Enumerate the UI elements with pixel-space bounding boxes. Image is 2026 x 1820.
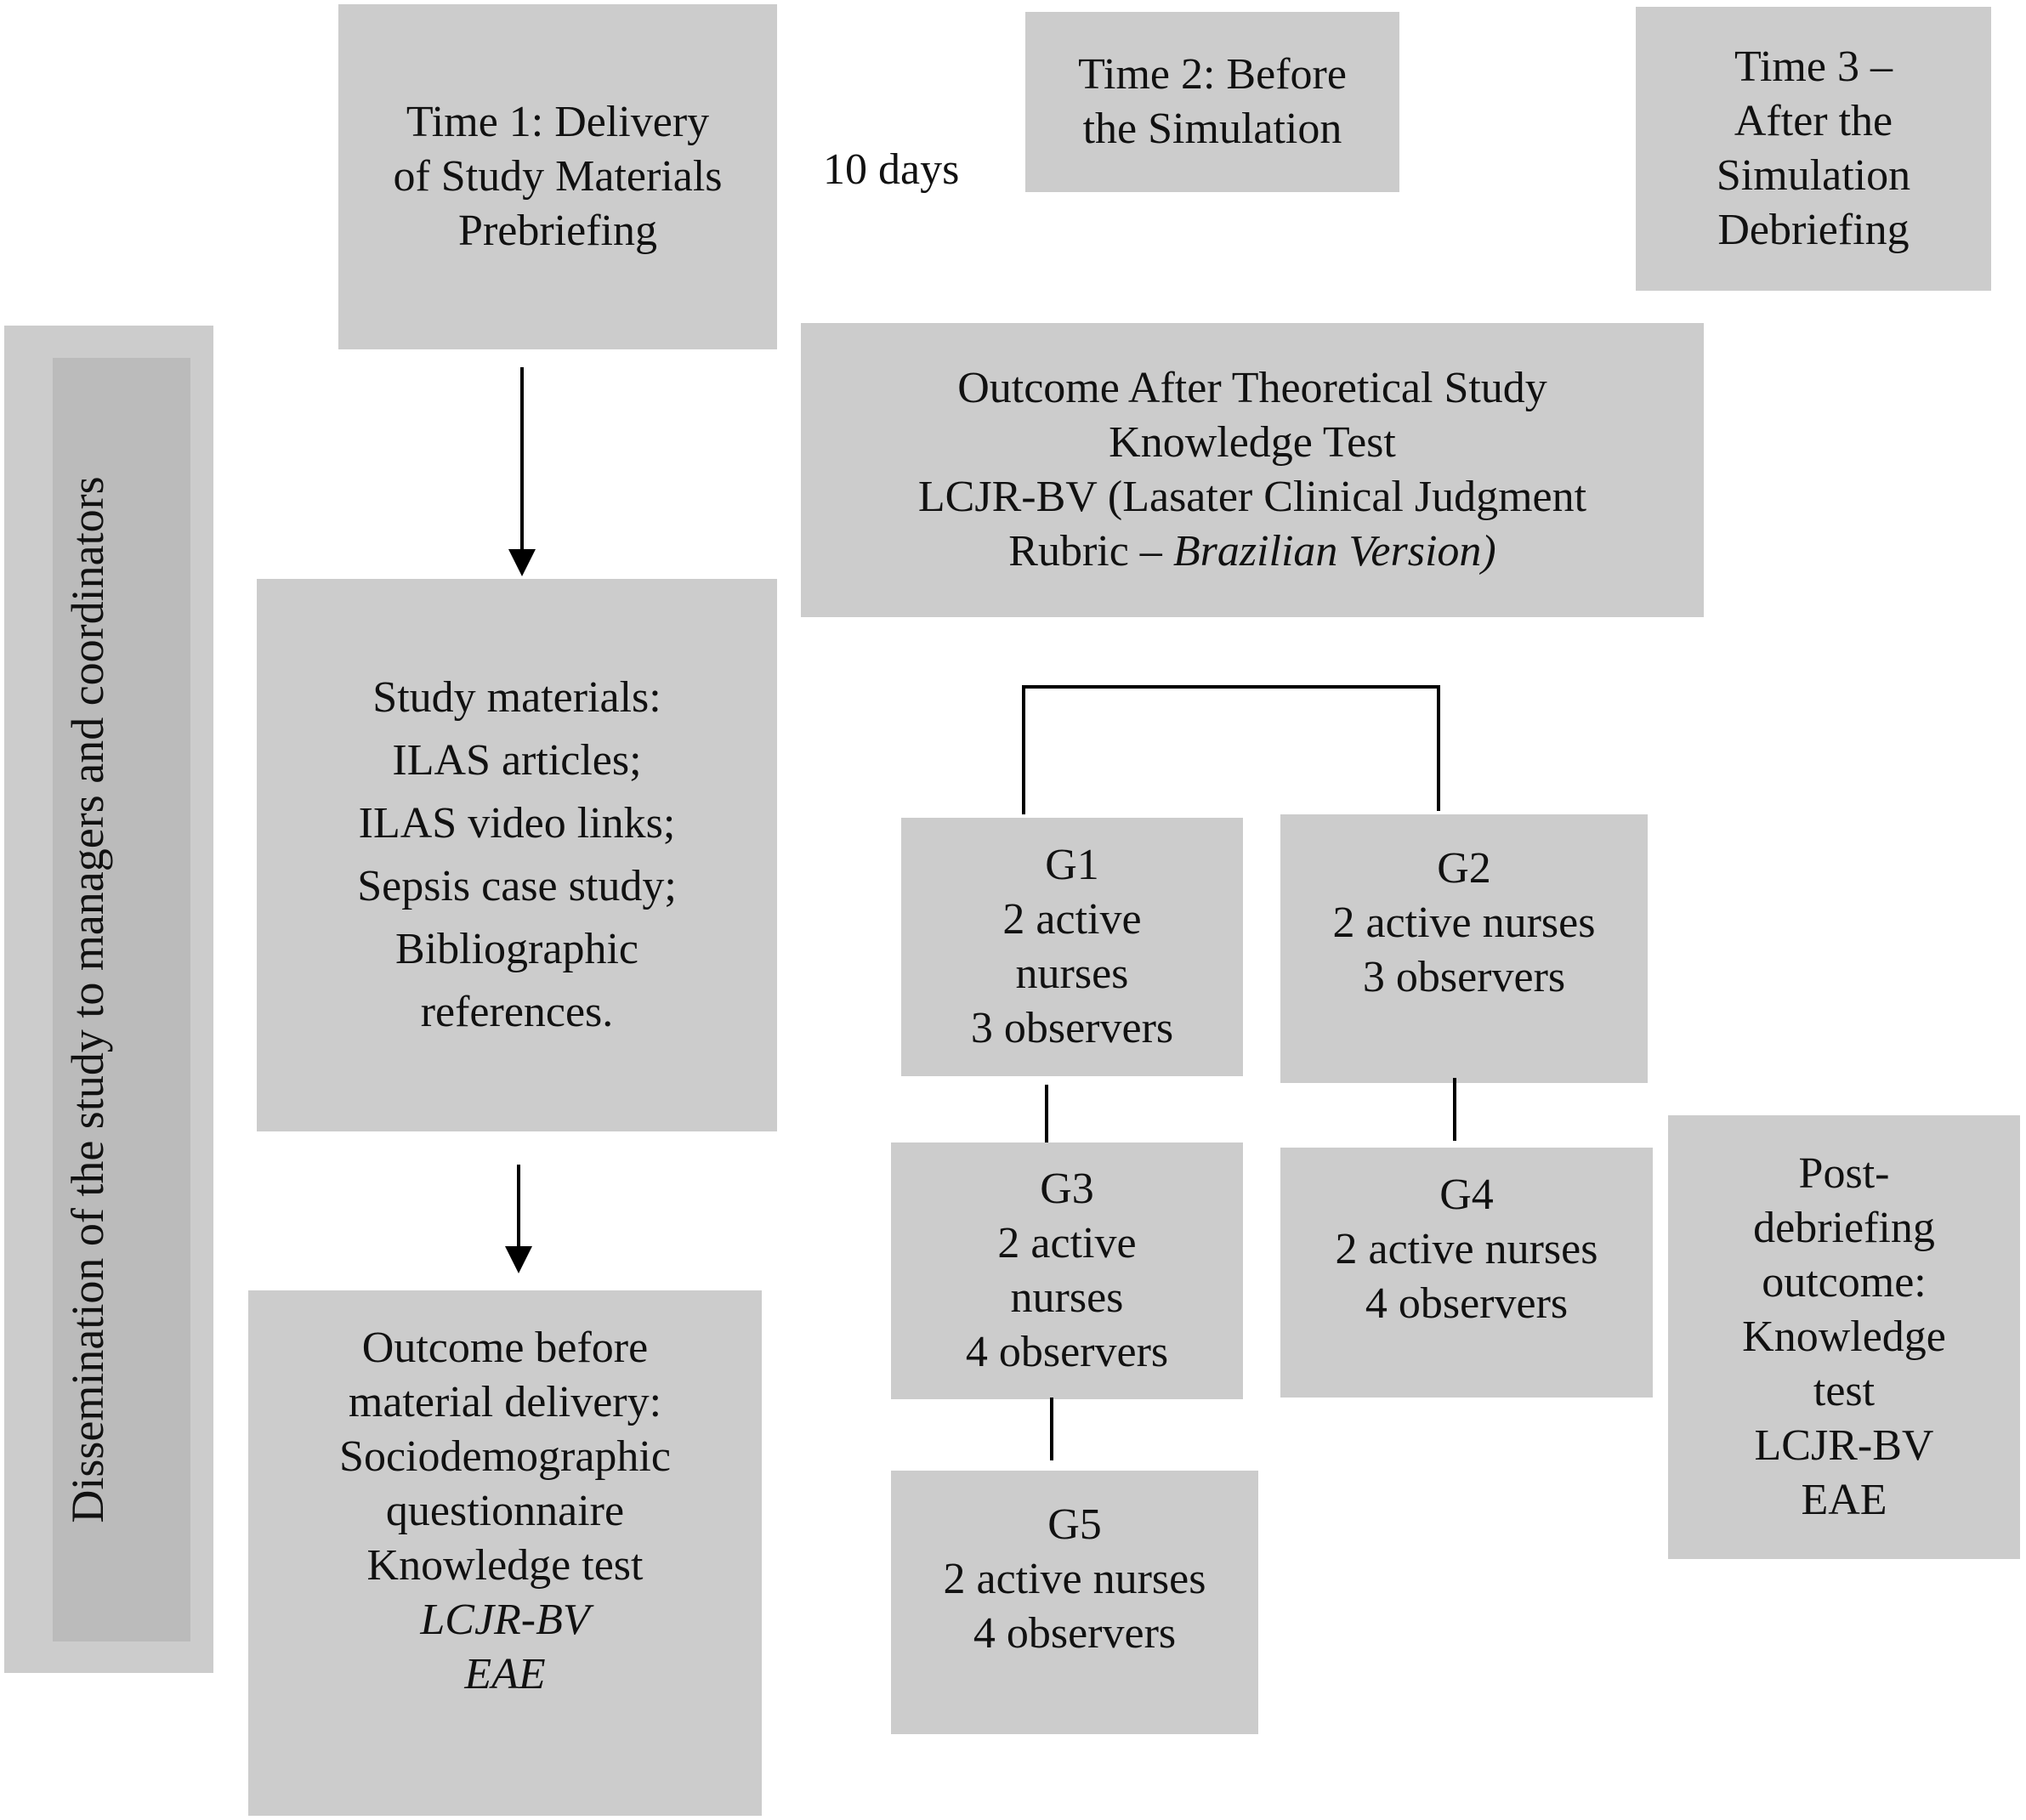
g3-line: G3 [1040, 1165, 1094, 1213]
group-g1-box: G1 2 active nurses 3 observers [901, 818, 1243, 1076]
study-materials-line: Sepsis case study; [357, 862, 677, 910]
time1-line: Time 1: Delivery [406, 98, 710, 146]
post-debriefing-line: LCJR-BV [1754, 1421, 1934, 1470]
side-bar-inner [53, 358, 190, 1641]
group-g5-box: G5 2 active nurses 4 observers [891, 1471, 1258, 1734]
post-debriefing-line: EAE [1801, 1476, 1887, 1524]
outcome-after-rubric: Rubric – [1008, 527, 1173, 575]
outcome-after-box: Outcome After Theoretical Study Knowledg… [801, 323, 1704, 617]
post-debriefing-line: Knowledge [1742, 1313, 1946, 1361]
outcome-before-line: Sociodemographic [339, 1432, 671, 1481]
g1-line: G1 [1045, 841, 1099, 889]
interval-label: 10 days [823, 145, 960, 194]
outcome-before-line: Outcome before [361, 1324, 649, 1372]
group-g3-box: G3 2 active nurses 4 observers [891, 1142, 1243, 1399]
outcome-after-line: Knowledge Test [1109, 418, 1396, 467]
g3-line: 4 observers [965, 1328, 1169, 1376]
outcome-after-version: Brazilian Version) [1172, 527, 1496, 575]
g4-line: 4 observers [1365, 1279, 1569, 1328]
outcome-before-box: Outcome before material delivery: Sociod… [248, 1290, 762, 1816]
outcome-before-line: Knowledge test [366, 1541, 644, 1590]
g2-line: 2 active nurses [1332, 899, 1596, 947]
outcome-before-line: questionnaire [385, 1487, 625, 1535]
bracket-g1-g2 [1022, 685, 1440, 814]
outcome-after-line: Outcome After Theoretical Study [957, 364, 1547, 412]
time2-box: Time 2: Before the Simulation [1025, 12, 1399, 192]
post-debriefing-box: Post- debriefing outcome: Knowledge test… [1668, 1115, 2020, 1559]
time2-line: the Simulation [1082, 105, 1342, 153]
g2-line: 3 observers [1362, 953, 1566, 1001]
g5-line: G5 [1047, 1500, 1102, 1549]
time1-line: of Study Materials [393, 152, 723, 201]
study-materials-line: references. [420, 988, 614, 1036]
time1-line: Prebriefing [458, 207, 657, 255]
arrow-time1-to-materials [508, 367, 536, 576]
outcome-after-line: Rubric – Brazilian Version) [1008, 524, 1495, 579]
g4-line: 2 active nurses [1335, 1225, 1598, 1273]
outcome-before-line: LCJR-BV [420, 1596, 590, 1644]
outcome-after-line: LCJR-BV (Lasater Clinical Judgment [917, 473, 1587, 521]
study-materials-line: Study materials: [372, 673, 661, 722]
g5-line: 4 observers [973, 1609, 1177, 1658]
group-g4-box: G4 2 active nurses 4 observers [1280, 1148, 1653, 1398]
arrow-materials-to-outcome [505, 1165, 532, 1273]
study-materials-box: Study materials: ILAS articles; ILAS vid… [257, 579, 777, 1131]
study-materials-line: ILAS articles; [392, 736, 642, 785]
g5-line: 2 active nurses [943, 1555, 1206, 1603]
g1-line: 3 observers [970, 1004, 1174, 1052]
g1-line: nurses [1015, 950, 1129, 998]
post-debriefing-line: test [1813, 1367, 1876, 1415]
study-materials-line: Bibliographic [395, 925, 638, 973]
time2-line: Time 2: Before [1078, 50, 1347, 99]
time3-line: Debriefing [1717, 206, 1910, 254]
outcome-before-line: material delivery: [348, 1378, 662, 1426]
outcome-before-line: EAE [464, 1650, 546, 1698]
time3-line: Simulation [1716, 151, 1911, 200]
g3-line: nurses [1010, 1273, 1124, 1322]
time3-line: Time 3 – [1734, 43, 1893, 91]
post-debriefing-line: outcome: [1762, 1258, 1927, 1307]
time1-box: Time 1: Delivery of Study Materials Preb… [338, 4, 777, 349]
time3-line: After the [1734, 97, 1893, 145]
study-materials-line: ILAS video links; [358, 799, 676, 848]
post-debriefing-line: Post- [1798, 1149, 1890, 1198]
post-debriefing-line: debriefing [1753, 1204, 1935, 1252]
g3-line: 2 active [997, 1219, 1137, 1267]
g4-line: G4 [1439, 1171, 1494, 1219]
group-g2-box: G2 2 active nurses 3 observers [1280, 814, 1648, 1083]
time3-box: Time 3 – After the Simulation Debriefing [1636, 7, 1991, 291]
g2-line: G2 [1437, 844, 1491, 893]
g1-line: 2 active [1002, 895, 1142, 944]
